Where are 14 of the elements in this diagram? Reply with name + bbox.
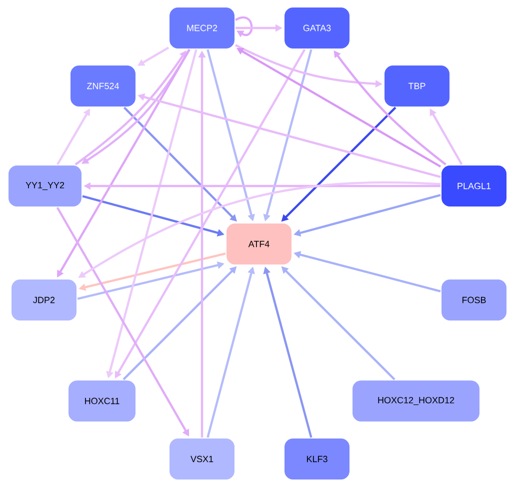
gene-box: MECP2: [168, 6, 236, 50]
gene-box: YY1_YY2: [8, 164, 82, 208]
gene-box: JDP2: [10, 278, 78, 322]
gene-box: TBP: [384, 64, 450, 108]
gene-box: ATF4: [226, 222, 292, 266]
self-loop-arrow: [235, 16, 253, 38]
gene-box: VSX1: [168, 438, 236, 480]
gene-box: GATA3: [284, 6, 350, 50]
gene-box: HOXC11: [68, 380, 136, 422]
gene-box: KLF3: [284, 438, 350, 480]
gene-box: PLAGL1: [440, 164, 508, 208]
gene-box: ZNF524: [70, 64, 136, 108]
gene-box: FOSB: [440, 278, 508, 322]
gene-box: HOXC12_HOXD12: [352, 380, 480, 422]
